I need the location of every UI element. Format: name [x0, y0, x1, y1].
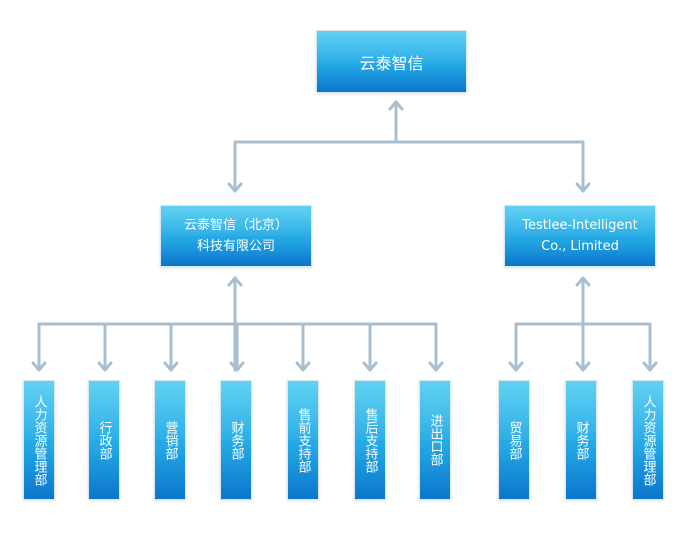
testlee-department-arrow-1 [510, 363, 522, 370]
department-box-admin: 行政部 [88, 380, 120, 500]
beijing-company-line-2: 科技有限公司 [196, 239, 275, 254]
root-company-box: 云泰智信 [316, 30, 467, 93]
beijing-department-arrow-3 [165, 363, 177, 370]
department-label-hr-beijing: 人力资源管理部 [31, 394, 47, 486]
department-box-trade: 贸易部 [498, 380, 530, 500]
department-label-trade: 贸易部 [506, 420, 522, 460]
testlee-department-arrow-2 [577, 363, 589, 370]
root-company-label: 云泰智信 [359, 53, 424, 73]
root-up-arrow [390, 102, 402, 109]
testlee-company-line-2: Co., Limited [541, 239, 619, 254]
testlee-down-arrow [577, 184, 589, 191]
department-label-admin: 行政部 [96, 420, 112, 460]
department-box-marketing: 营销部 [154, 380, 186, 500]
testlee-company-box: Testlee-Intelligent Co., Limited [504, 205, 656, 267]
beijing-department-arrow-5 [297, 363, 309, 370]
beijing-department-arrow-1 [33, 363, 45, 370]
department-box-hr-beijing: 人力资源管理部 [23, 380, 55, 500]
beijing-department-arrow-6 [364, 363, 376, 370]
department-label-aftersales: 售后支持部 [362, 407, 378, 473]
department-box-import-export: 进出口部 [419, 380, 451, 500]
beijing-up-arrow [229, 278, 241, 285]
beijing-department-arrow-7 [430, 363, 442, 370]
beijing-company-line-1: 云泰智信（北京） [183, 218, 288, 233]
beijing-department-arrow-4 [231, 363, 243, 370]
testlee-department-arrow-3 [644, 363, 656, 370]
department-box-finance-testlee: 财务部 [565, 380, 597, 500]
department-box-aftersales: 售后支持部 [354, 380, 386, 500]
department-box-finance-beijing: 财务部 [220, 380, 252, 500]
department-label-import-export: 进出口部 [427, 414, 443, 466]
department-label-finance-testlee: 财务部 [573, 420, 589, 460]
department-label-presales: 售前支持部 [295, 407, 311, 473]
department-label-finance-beijing: 财务部 [228, 420, 244, 460]
beijing-department-arrow-2 [99, 363, 111, 370]
department-box-hr-testlee: 人力资源管理部 [632, 380, 664, 500]
department-label-marketing: 营销部 [162, 420, 178, 460]
beijing-down-arrow [229, 184, 241, 191]
testlee-company-line-1: Testlee-Intelligent [522, 218, 638, 233]
testlee-up-arrow [577, 278, 589, 285]
department-box-presales: 售前支持部 [287, 380, 319, 500]
beijing-company-box: 云泰智信（北京） 科技有限公司 [160, 205, 312, 267]
department-label-hr-testlee: 人力资源管理部 [640, 394, 656, 486]
